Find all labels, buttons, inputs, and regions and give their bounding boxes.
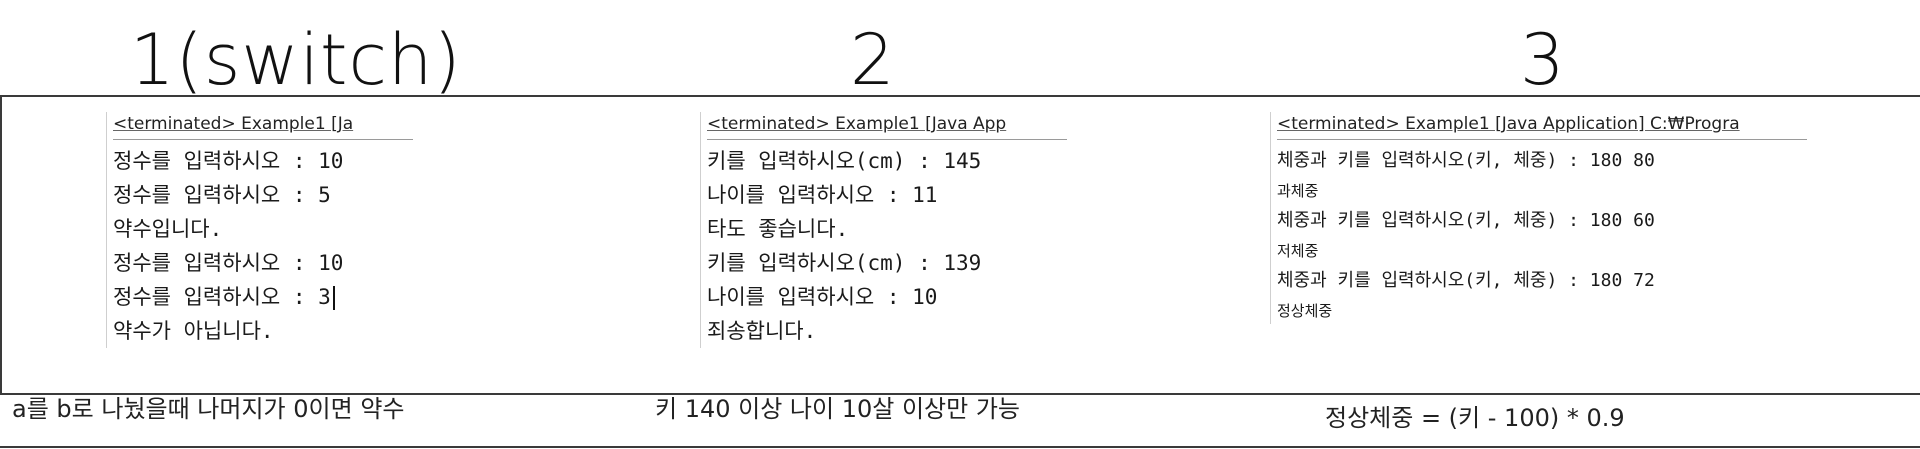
caption-1: a를 b로 나눴을때 나머지가 0이면 약수 <box>12 395 405 423</box>
console-line: 정수를 입력하시오 : 10 <box>113 149 344 173</box>
table-bottom-border <box>0 446 1920 448</box>
caption-2: 키 140 이상 나이 10살 이상만 가능 <box>655 395 1021 423</box>
section-heading-3: 3 <box>1520 19 1566 101</box>
console-output-3: <terminated> Example1 [Java Application]… <box>1270 112 1807 324</box>
console-line: 정수를 입력하시오 : 10 <box>113 251 344 275</box>
console-title: <terminated> Example1 [Java Application]… <box>1277 112 1807 140</box>
console-line: 체중과 키를 입력하시오(키, 체중) : 180 60 <box>1277 210 1655 231</box>
console-line: 약수가 아닙니다. <box>113 319 274 343</box>
console-line: 나이를 입력하시오 : 10 <box>707 285 938 309</box>
table-middle-border <box>0 393 1920 395</box>
section-heading-1: 1(switch) <box>130 19 462 101</box>
console-output-1: <terminated> Example1 [Ja 정수를 입력하시오 : 10… <box>106 112 413 348</box>
console-line: 저체중 <box>1277 242 1319 260</box>
console-title: <terminated> Example1 [Java App <box>707 112 1067 140</box>
console-lines: 정수를 입력하시오 : 10 정수를 입력하시오 : 5 약수입니다. 정수를 … <box>113 144 413 348</box>
console-lines: 키를 입력하시오(cm) : 145 나이를 입력하시오 : 11 타도 좋습니… <box>707 144 1067 348</box>
console-line: 키를 입력하시오(cm) : 139 <box>707 251 982 275</box>
console-title: <terminated> Example1 [Ja <box>113 112 413 140</box>
console-lines: 체중과 키를 입력하시오(키, 체중) : 180 80 과체중 체중과 키를 … <box>1277 144 1807 324</box>
console-line: 키를 입력하시오(cm) : 145 <box>707 149 982 173</box>
console-line-text: 정수를 입력하시오 : 3 <box>113 285 331 309</box>
console-line: 정상체중 <box>1277 302 1333 320</box>
caption-3: 정상체중 = (키 - 100) * 0.9 <box>1325 404 1625 432</box>
console-output-2: <terminated> Example1 [Java App 키를 입력하시오… <box>700 112 1067 348</box>
console-line: 체중과 키를 입력하시오(키, 체중) : 180 72 <box>1277 270 1655 291</box>
console-line: 정수를 입력하시오 : 5 <box>113 183 331 207</box>
console-line: 체중과 키를 입력하시오(키, 체중) : 180 80 <box>1277 150 1655 171</box>
console-line-with-cursor[interactable]: 정수를 입력하시오 : 3 <box>113 280 413 314</box>
console-line: 약수입니다. <box>113 217 223 241</box>
section-heading-2: 2 <box>850 19 896 101</box>
text-cursor <box>332 286 335 310</box>
console-line: 과체중 <box>1277 182 1319 200</box>
table-top-border <box>0 95 1920 97</box>
table-left-border <box>0 95 2 395</box>
console-line: 죄송합니다. <box>707 319 817 343</box>
console-line: 나이를 입력하시오 : 11 <box>707 183 938 207</box>
console-line: 타도 좋습니다. <box>707 217 849 241</box>
